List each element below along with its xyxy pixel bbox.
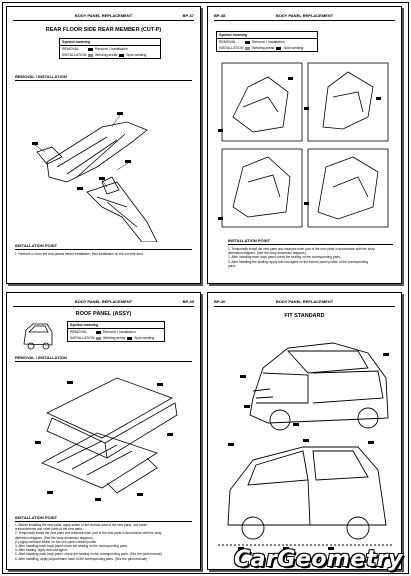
note-line: 2. Temporarily install the new parts and… [15,531,162,536]
watermark-logo: CarGeometry [234,547,403,572]
legend-removal-desc: Remove / Installation [103,330,136,334]
legend-removal-desc: Remove / Installation [95,47,128,51]
page-number: BP-37 [182,13,194,18]
legend-weld: Welding areas [95,53,118,57]
weld-swatch [245,46,250,50]
removal-swatch [96,330,101,334]
symbol-legend: Symbol meaning REMOVAL Remove / Installat… [59,38,161,59]
page-header: BODY PANEL REPLACEMENT BP-37 [13,12,194,21]
manual-page-3: BODY PANEL REPLACEMENT BP-39 ROOF PANEL … [6,292,201,570]
car-side-view [218,439,393,550]
spot-swatch [119,53,125,57]
car-body-thumbnail [23,323,53,350]
note-line: 6. After installing, apply polyurethane … [15,556,148,561]
note-line: 2. After installing each body panel chec… [228,255,341,260]
legend-removal-desc: Remove / Installation [252,40,285,44]
install-notes: 1. Before installing the new parts, appl… [15,523,195,561]
spot-swatch [127,336,133,340]
legend-title: Symbol meaning [60,39,160,46]
legend-removal: REMOVAL [70,330,87,334]
manual-page-1: BODY PANEL REPLACEMENT BP-37 REAR FLOOR … [6,6,201,284]
legend-spot: Spot welding [126,53,147,57]
manual-page-2: BP-38 BODY PANEL REPLACEMENT Symbol mean… [207,6,402,284]
symbol-legend: Symbol meaning REMOVAL Remove / Installat… [67,321,165,342]
legend-removal: REMOVAL [62,47,79,51]
note-line: dimension diagram. (See the body dimensi… [228,251,307,256]
page-title: ROOF PANEL (ASSY) [75,311,132,317]
weld-swatch [88,53,93,57]
legend-weld: Welding areas [252,46,275,50]
legend-removal: REMOVAL [219,40,236,44]
legend-installation: INSTALLATION [70,336,95,340]
legend-spot: Spot welding [134,336,155,340]
header-title: BODY PANEL REPLACEMENT [275,13,334,18]
legend-title: Symbol meaning [217,32,317,39]
header-title: BODY PANEL REPLACEMENT [74,299,133,304]
weld-swatch [96,336,101,340]
page-title: FIT STANDARD [284,313,325,319]
note-line: 3. After installing each body panel chec… [15,544,128,549]
removal-swatch [245,40,250,44]
note-line: reinforcements and other parts of the ne… [15,527,83,532]
page-number: BP-39 [182,299,194,304]
section-rule [15,521,192,522]
page-header: BP-38 BODY PANEL REPLACEMENT [214,12,395,21]
install-note: 1. Remove ••• from the rear panels befor… [15,252,144,256]
section-removal: REMOVAL / INSTALLATION [15,355,67,360]
page-header: BP-40 BODY PANEL REPLACEMENT [214,298,395,307]
note-line: 3. After installing the sealing, apply a… [228,259,368,264]
section-rule [15,361,192,362]
section-installation-point: INSTALLATION POINT [15,243,58,248]
section-rule [15,80,192,81]
note-line: dimension diagram. (See the body dimensi… [15,535,94,540]
note-line: (1) Apply urethane sealer on the roof pa… [15,539,97,544]
install-notes: 1. Temporarily install the new parts and… [228,247,396,268]
note-line: parts. [228,263,236,268]
header-title: BODY PANEL REPLACEMENT [275,299,334,304]
removal-swatch [88,47,93,51]
page-title: REAR FLOOR SIDE REAR MEMBER (CUT-P) [45,27,162,33]
legend-title: Symbol meaning [68,322,164,329]
manual-page-4: BP-40 BODY PANEL REPLACEMENT FIT STANDAR… [207,292,402,570]
note-line: 1. Before installing the new parts, appl… [15,523,148,527]
section-installation-point: INSTALLATION POINT [15,515,58,520]
page-number: BP-40 [214,299,226,304]
legend-spot: Spot welding [283,46,304,50]
spot-swatch [276,46,282,50]
page-header: BODY PANEL REPLACEMENT BP-39 [13,298,194,307]
header-title: BODY PANEL REPLACEMENT [74,13,133,18]
page-number: BP-38 [214,13,226,18]
section-removal: REMOVAL / INSTALLATION [15,74,67,79]
legend-weld: Welding areas [103,336,126,340]
section-installation-point: INSTALLATION POINT [228,238,271,243]
section-rule [15,249,192,250]
symbol-legend: Symbol meaning REMOVAL Remove / Installat… [216,31,318,52]
panel-views-diagram [218,62,389,228]
floor-member-diagram [32,112,158,242]
legend-installation: INSTALLATION [219,46,244,50]
roof-panel-diagram [35,377,178,501]
section-rule [228,244,393,245]
legend-installation: INSTALLATION [62,53,87,57]
note-line: 4. After sealing, apply anti-rust agent. [15,548,68,553]
note-line: 5. After installing each body panel, che… [15,552,162,557]
note-line: 1. Temporarily install the new parts and… [228,247,375,251]
car-front-view [240,342,389,431]
